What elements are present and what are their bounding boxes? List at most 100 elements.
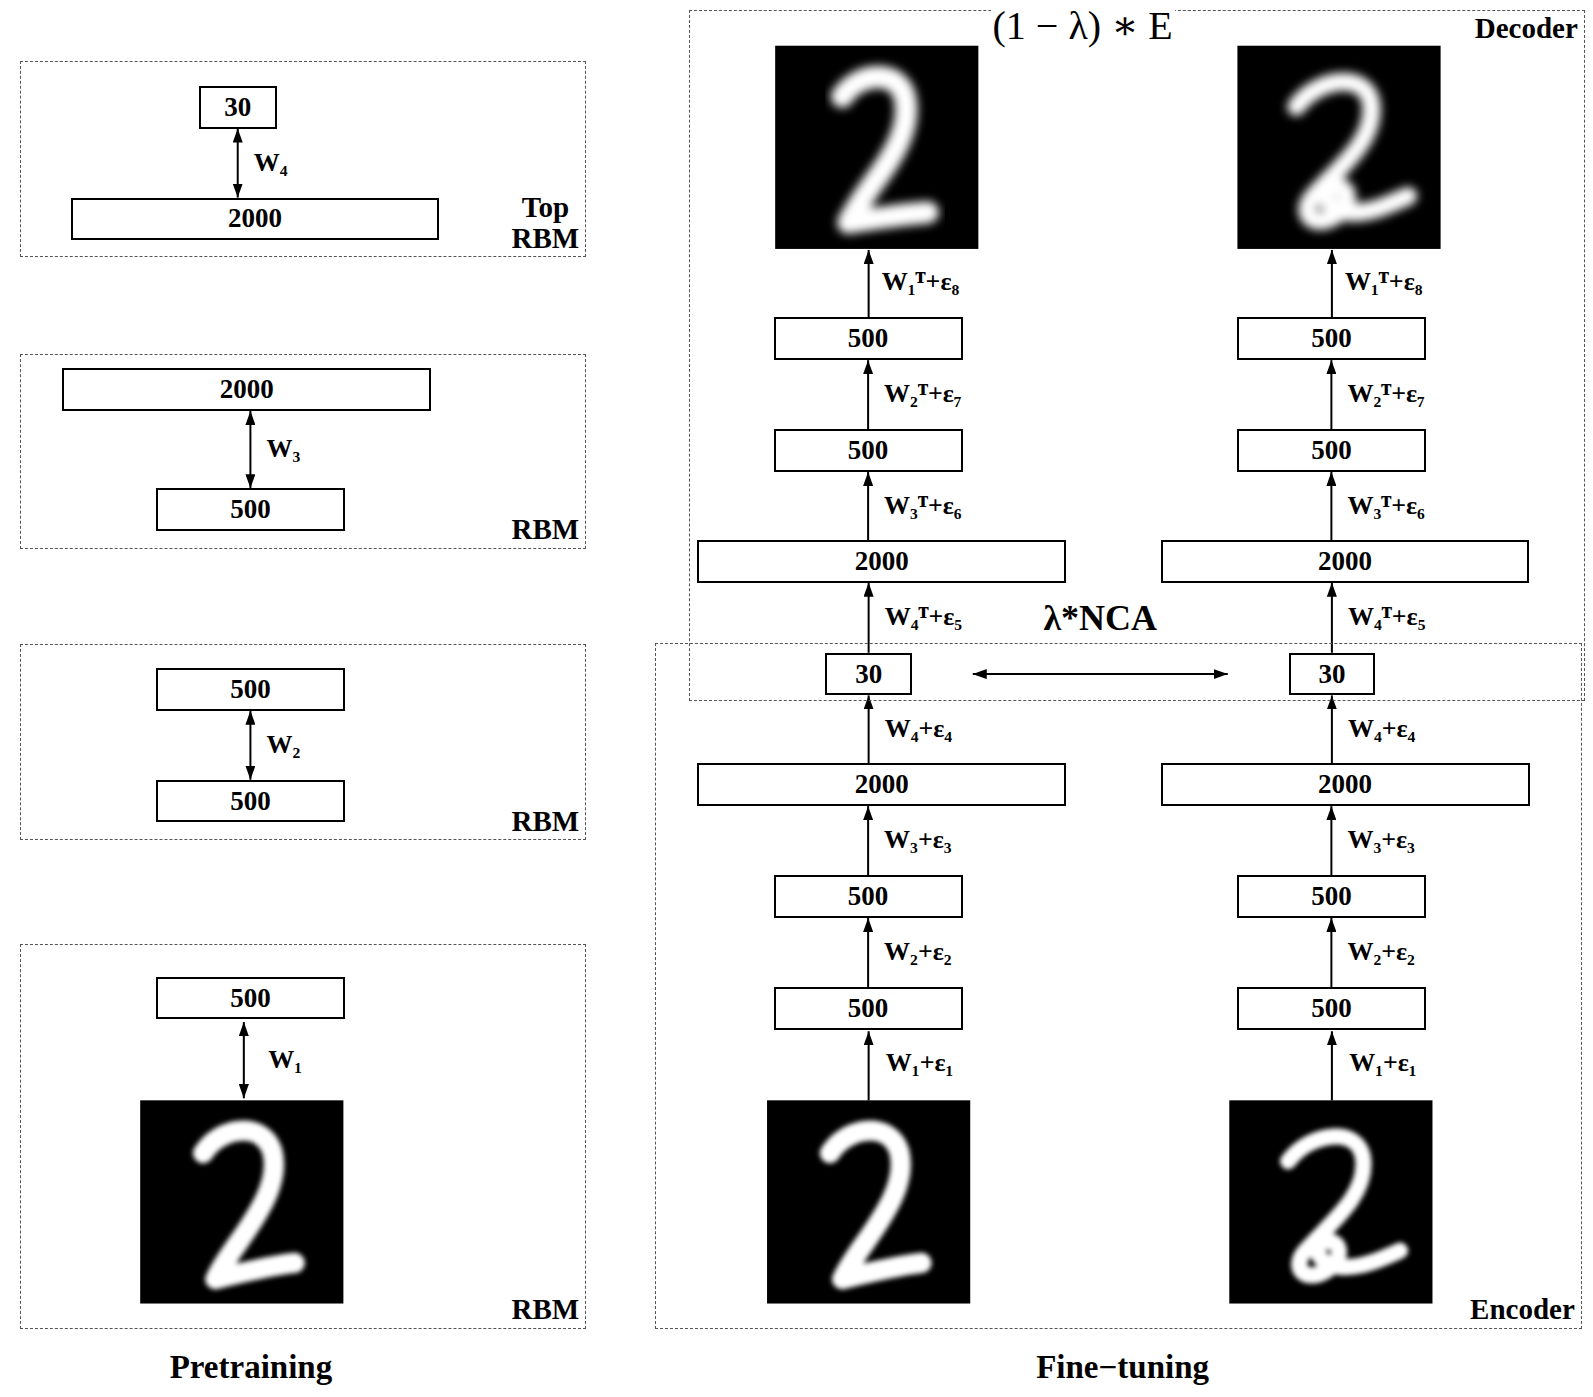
layer-box: 2000 <box>1161 540 1530 583</box>
panel-caption: Pretraining <box>168 1349 335 1385</box>
edge-label: W₄ <box>252 149 290 178</box>
edge-label: W₄ᵀ+ε₅ <box>883 603 965 632</box>
layer-box: 500 <box>774 317 963 360</box>
weight-arrow <box>237 129 239 198</box>
image-ground <box>1229 1100 1432 1303</box>
layer-box: 2000 <box>62 368 431 411</box>
layer-size: 500 <box>1311 323 1352 354</box>
layer-size: 500 <box>1311 881 1352 912</box>
edge-label: W₃+ε₃ <box>1345 826 1417 855</box>
weight-arrow <box>1330 806 1332 875</box>
layer-box: 500 <box>156 780 345 823</box>
weight-arrow <box>1331 250 1333 318</box>
edge-label: W₂ᵀ+ε₇ <box>1345 380 1427 409</box>
layer-size: 500 <box>1311 435 1352 466</box>
layer-box: 2000 <box>1161 763 1530 806</box>
weight-arrow <box>1330 918 1332 987</box>
region-title: RBM <box>506 1292 586 1327</box>
layer-size: 2000 <box>220 374 274 405</box>
digit-stroke <box>203 1131 294 1279</box>
digit-image <box>1229 1100 1432 1303</box>
layer-box: 30 <box>825 653 911 696</box>
edge-label: W₃ᵀ+ε₆ <box>1345 492 1427 521</box>
edge-label: W₂+ε₂ <box>882 938 954 967</box>
weight-arrow <box>1331 695 1333 763</box>
region-title: RBM <box>506 804 586 839</box>
layer-size: 500 <box>230 983 271 1014</box>
layer-box: 500 <box>1237 429 1426 472</box>
layer-size: 2000 <box>1318 769 1372 800</box>
layer-box: 500 <box>774 987 963 1030</box>
edge-label: W₄+ε₄ <box>1346 715 1418 744</box>
dashed-region: Encoder 30 30 2000 2000 500 500 500 500 <box>655 643 1582 1329</box>
region-title: Decoder <box>1469 11 1584 46</box>
weight-arrow <box>1330 360 1332 429</box>
digit-stroke <box>1296 82 1408 221</box>
image-ground <box>775 46 978 249</box>
weight-arrow <box>867 806 869 875</box>
digit-stroke <box>830 1131 921 1279</box>
region-title: Top RBM <box>506 190 586 256</box>
layer-size: 500 <box>1311 993 1352 1024</box>
weight-label: W₁ᵀ+ε₈ <box>1343 268 1425 297</box>
region-title: Encoder <box>1464 1292 1581 1327</box>
layer-size: 2000 <box>228 203 282 234</box>
edge-label: W₄+ε₄ <box>883 715 955 744</box>
layer-size: 500 <box>230 674 271 705</box>
dashed-region: RBM 500 500 <box>20 644 586 840</box>
edge-label: W₃ᵀ+ε₆ <box>882 492 964 521</box>
layer-box: 500 <box>774 429 963 472</box>
layer-box: 500 <box>1237 875 1426 918</box>
layer-box: 500 <box>156 977 345 1020</box>
image-ground <box>767 1100 970 1303</box>
layer-size: 500 <box>848 881 889 912</box>
weight-arrow <box>1331 1031 1333 1100</box>
weight-arrow <box>868 1031 870 1100</box>
image-ground <box>1237 46 1440 249</box>
weight-arrow <box>867 360 869 429</box>
region-title: RBM <box>506 512 586 547</box>
layer-box: 500 <box>774 875 963 918</box>
layer-box: 500 <box>1237 987 1426 1030</box>
digit-stroke <box>1288 1136 1400 1275</box>
edge-label: λ*NCA <box>1041 599 1159 639</box>
layer-size: 30 <box>855 659 882 690</box>
layer-size: 500 <box>848 435 889 466</box>
panel-caption: Fine−tuning <box>1034 1349 1211 1385</box>
layer-size: 500 <box>230 494 271 525</box>
layer-box: 2000 <box>71 198 440 241</box>
layer-box: 2000 <box>697 763 1066 806</box>
edge-label: W₃+ε₃ <box>882 826 954 855</box>
layer-box: 500 <box>156 488 345 531</box>
weight-arrow <box>1330 472 1332 540</box>
weight-arrow <box>249 411 251 488</box>
layer-size: 2000 <box>1318 546 1372 577</box>
layer-box: 30 <box>199 86 277 129</box>
dashed-region: RBM 2000 500 <box>20 354 586 549</box>
digit-image <box>140 1100 343 1303</box>
layer-box: 30 <box>1289 653 1375 696</box>
dashed-region: Decoder 500 500 500 500 2000 2000 <box>689 10 1585 701</box>
layer-size: 30 <box>1318 659 1345 690</box>
edge-label: W₂ <box>264 731 302 760</box>
weight-label: W₁ <box>266 1046 304 1075</box>
weight-arrow <box>249 711 251 780</box>
layer-size: 2000 <box>855 546 909 577</box>
digit-stroke <box>842 77 927 223</box>
weight-arrow <box>867 918 869 987</box>
reconstruction-image <box>775 46 978 249</box>
layer-size: 2000 <box>855 769 909 800</box>
reconstruction-image <box>1237 46 1440 249</box>
layer-size: 500 <box>848 323 889 354</box>
weight-arrow <box>243 1022 245 1098</box>
weight-arrow <box>868 250 870 318</box>
dashed-region: RBM 500 <box>20 944 586 1329</box>
layer-size: 500 <box>230 786 271 817</box>
edge-label: W₃ <box>264 435 302 464</box>
weight-label: W₁+ε₁ <box>884 1049 956 1078</box>
layer-size: 500 <box>848 993 889 1024</box>
weight-label: W₁+ε₁ <box>1347 1049 1419 1078</box>
image-ground <box>140 1100 343 1303</box>
weight-arrow <box>868 695 870 763</box>
